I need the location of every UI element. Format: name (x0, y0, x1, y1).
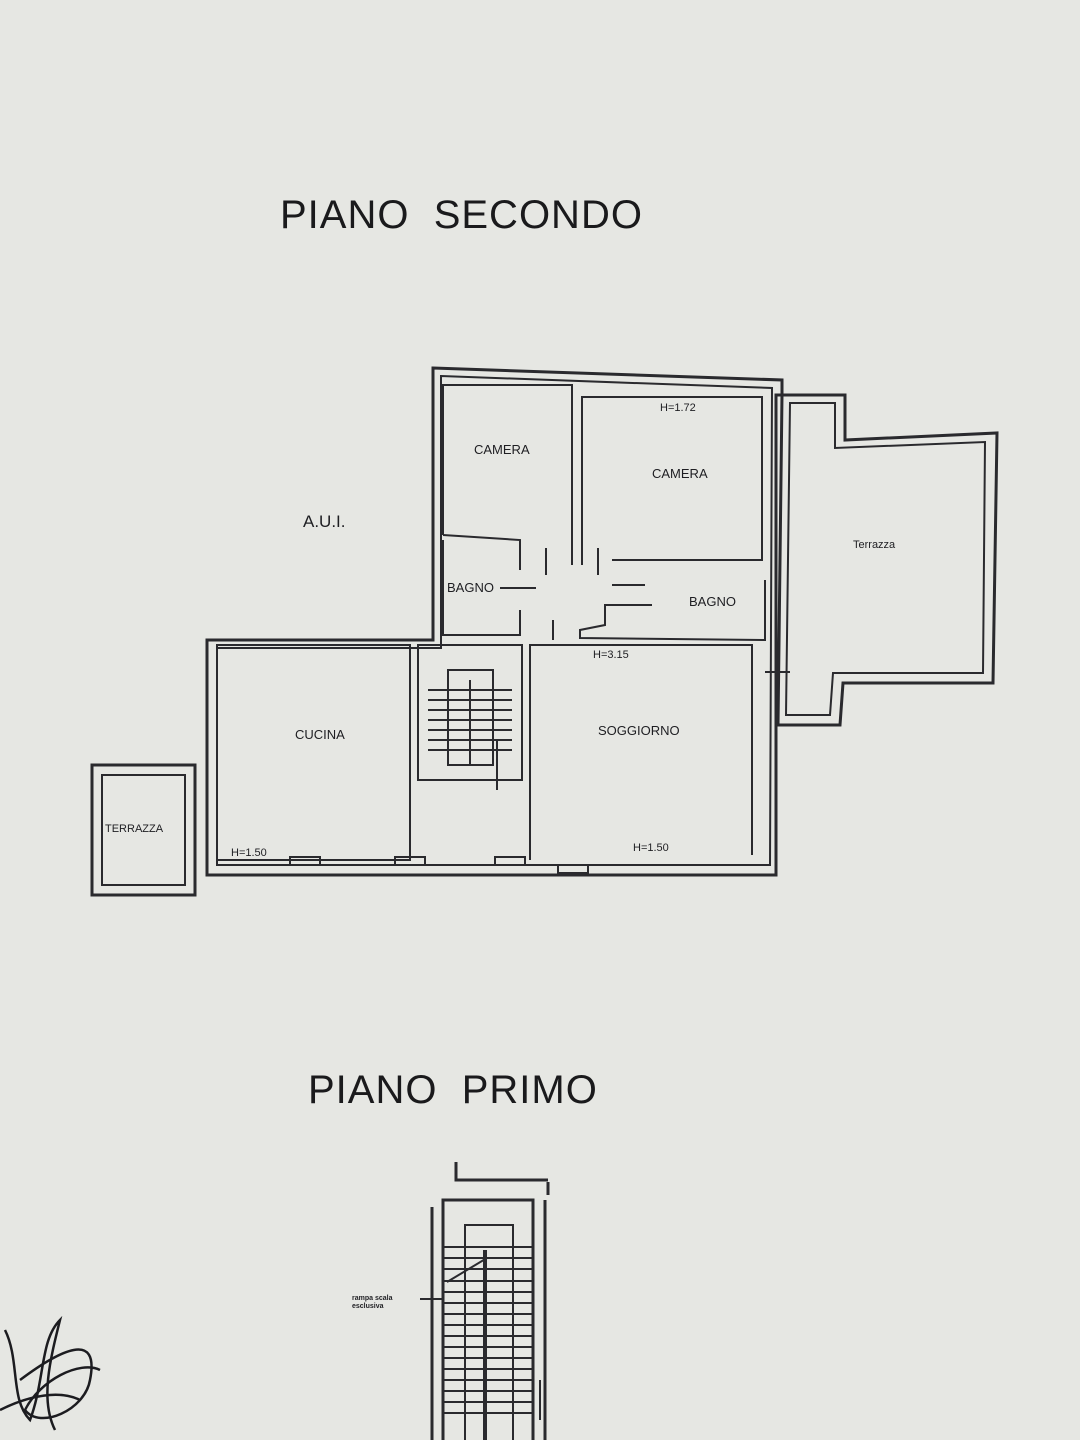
room-label-bagno-2: BAGNO (689, 594, 736, 609)
room-label-camera-2: CAMERA (652, 466, 708, 481)
height-soggiorno: H=1.50 (633, 842, 669, 854)
signature (0, 1315, 101, 1431)
aui-label: A.U.I. (303, 512, 346, 531)
second-floor-title: PIANO SECONDO (280, 193, 643, 237)
room-label-camera-1: CAMERA (474, 442, 530, 457)
first-floor-title: PIANO PRIMO (308, 1068, 598, 1112)
stair-note-line1: rampa scala (352, 1295, 393, 1302)
room-label-terrazza-large: Terrazza (853, 539, 896, 551)
room-label-soggiorno: SOGGIORNO (598, 723, 680, 738)
height-bagno-2: H=3.15 (593, 649, 629, 661)
room-label-bagno-1: BAGNO (447, 580, 494, 595)
height-camera-2: H=1.72 (660, 402, 696, 414)
first-floor-stair (420, 1162, 550, 1440)
room-label-cucina: CUCINA (295, 727, 345, 742)
stair-note-line2: esclusiva (352, 1303, 384, 1310)
second-floor-walls (90, 366, 999, 897)
height-cucina: H=1.50 (231, 847, 267, 859)
room-label-terrazza-small: TERRAZZA (105, 823, 164, 835)
